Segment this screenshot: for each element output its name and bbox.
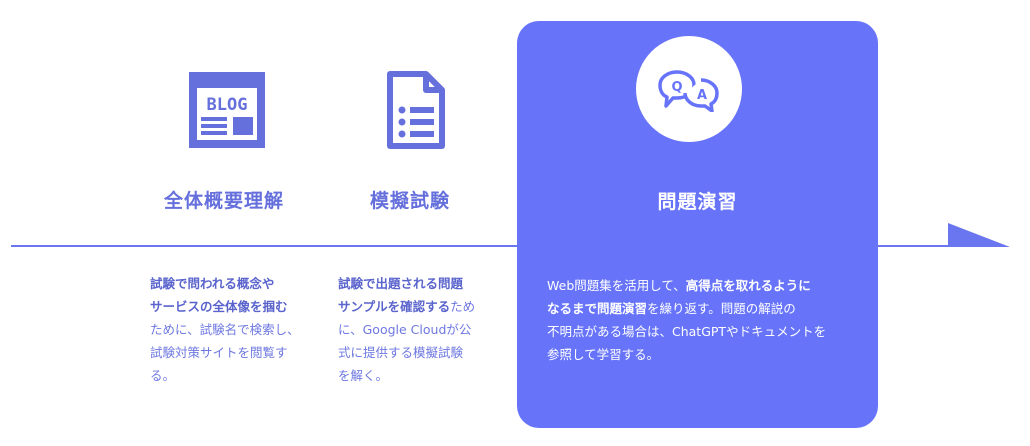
- step-title: 全体概要理解: [164, 190, 285, 212]
- description-text: 不明点がある場合は、ChatGPTやドキュメントを: [547, 324, 827, 339]
- description-text: 式に提供する模擬試験: [338, 345, 464, 360]
- description-text: Web問題集を活用して、: [547, 278, 686, 293]
- description-text: を解く。: [338, 368, 389, 383]
- qa-speech-bubbles-icon: Q A: [658, 70, 719, 112]
- qa-icon-a: A: [697, 88, 707, 103]
- blog-icon: BLOG: [189, 72, 265, 152]
- step-description: 試験で問われる概念やサービスの全体像を掴むために、試験名で検索し、試験対策サイト…: [150, 272, 320, 387]
- description-text: 参照して学習する。: [547, 347, 660, 362]
- timeline-line: [11, 245, 956, 247]
- description-text: ために、試験名で検索し、: [150, 322, 300, 337]
- description-text: ため: [450, 299, 476, 314]
- step-description: 試験で出題される問題サンプルを確認するために、Google Cloudが公式に提…: [338, 272, 498, 387]
- qa-icon-q: Q: [671, 80, 682, 95]
- step-description: Web問題集を活用して、高得点を取れるようになるまで問題演習を繰り返す。問題の解…: [547, 274, 857, 366]
- qa-icon-circle: Q A: [636, 36, 742, 142]
- description-emphasis: サンプルを確認する: [338, 299, 451, 314]
- document-list-icon: [386, 70, 446, 154]
- description-text: を繰り返す。問題の解説の: [647, 301, 796, 316]
- description-emphasis: 試験で出題される問題: [338, 276, 464, 291]
- description-emphasis: サービスの全体像を掴む: [150, 299, 288, 314]
- description-text: る。: [150, 368, 176, 383]
- description-text: 試験対策サイトを閲覧す: [150, 345, 288, 360]
- description-emphasis: なるまで問題演習: [547, 301, 648, 316]
- step-practice-card: Q A 問題演習 Web問題集を活用して、高得点を取れるようになるまで問題演習を…: [517, 21, 878, 428]
- description-text: に、Google Cloudが公: [338, 322, 472, 337]
- description-emphasis: 高得点を取れるように: [685, 278, 811, 293]
- description-emphasis: 試験で問われる概念や: [150, 276, 275, 291]
- step-title: 模擬試験: [370, 190, 451, 212]
- step-title: 問題演習: [657, 191, 738, 213]
- blog-icon-text: BLOG: [207, 95, 248, 115]
- timeline-arrowhead: [948, 223, 1010, 247]
